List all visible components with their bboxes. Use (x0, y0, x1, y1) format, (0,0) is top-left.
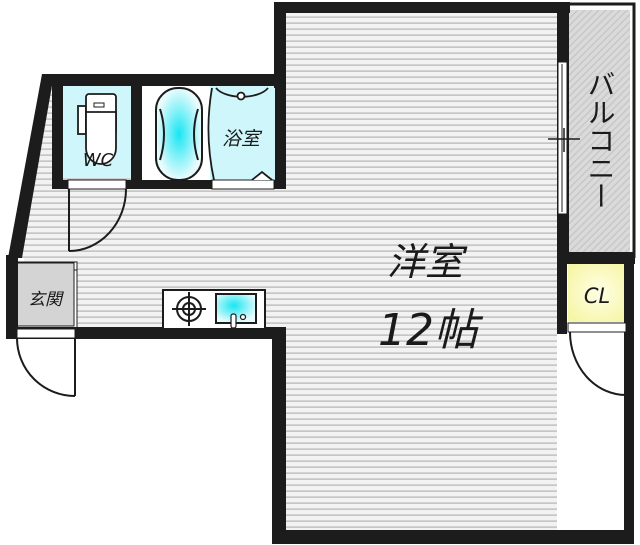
stove-burner-icon (172, 292, 206, 326)
toilet-label: WC (83, 150, 114, 171)
bathroom-label: 浴室 (222, 128, 263, 150)
entrance (16, 261, 78, 331)
bath-partition (207, 87, 273, 181)
closet (568, 262, 630, 322)
walls (6, 2, 635, 544)
bathtub-icon (155, 87, 203, 181)
kitchen-counter (162, 289, 266, 330)
door-swings (16, 188, 627, 397)
western-room-label: 洋室 (387, 240, 468, 284)
toilet-icon (77, 93, 117, 165)
closet-label: CL (584, 284, 610, 308)
entrance-label: 玄関 (28, 290, 64, 310)
sink-icon (215, 293, 257, 329)
balcony-label: バルコニー (584, 70, 617, 210)
western-room-size: 12帖 (378, 305, 484, 356)
window-marker (548, 128, 580, 152)
door-openings (16, 61, 627, 339)
